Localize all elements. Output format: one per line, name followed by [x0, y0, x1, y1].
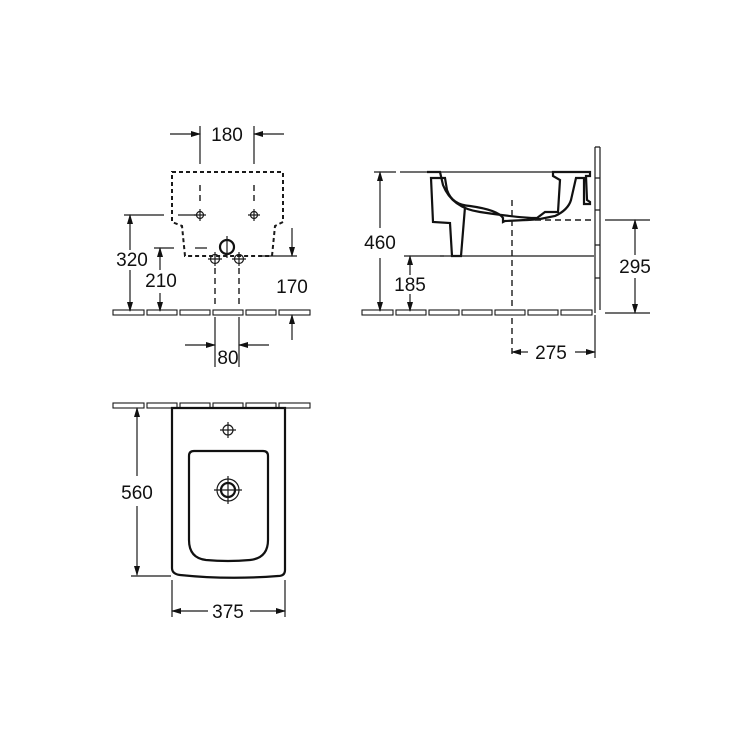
floor-tiles: [112, 309, 311, 316]
bidet-body-outline: [170, 406, 287, 579]
dim-295: 295: [619, 257, 651, 278]
tap-hole: [220, 422, 236, 438]
supply-holes: [208, 252, 246, 266]
dim-560: 560: [121, 483, 153, 504]
dim-320: 320: [116, 250, 148, 271]
wall-tiles: [112, 402, 311, 409]
dim-180: 180: [211, 125, 243, 146]
wall: [594, 146, 601, 313]
dim-275: 275: [535, 343, 567, 364]
floor-tiles: [361, 309, 593, 316]
dim-375: 375: [212, 602, 244, 623]
bidet-outline-dashed: [171, 171, 284, 257]
drain: [214, 476, 242, 504]
dim-460: 460: [364, 233, 396, 254]
side-view: 460 185 295 275: [361, 146, 651, 364]
dim-170: 170: [276, 277, 308, 298]
fixing-holes: [194, 209, 260, 221]
dim-210: 210: [145, 271, 177, 292]
dim-185: 185: [394, 275, 426, 296]
bowl-outline: [187, 449, 270, 563]
front-view: 180 320 210 170 80: [112, 125, 311, 369]
top-view: 560 375: [112, 402, 311, 623]
bidet-section: [427, 170, 592, 258]
dim-80: 80: [217, 348, 238, 369]
